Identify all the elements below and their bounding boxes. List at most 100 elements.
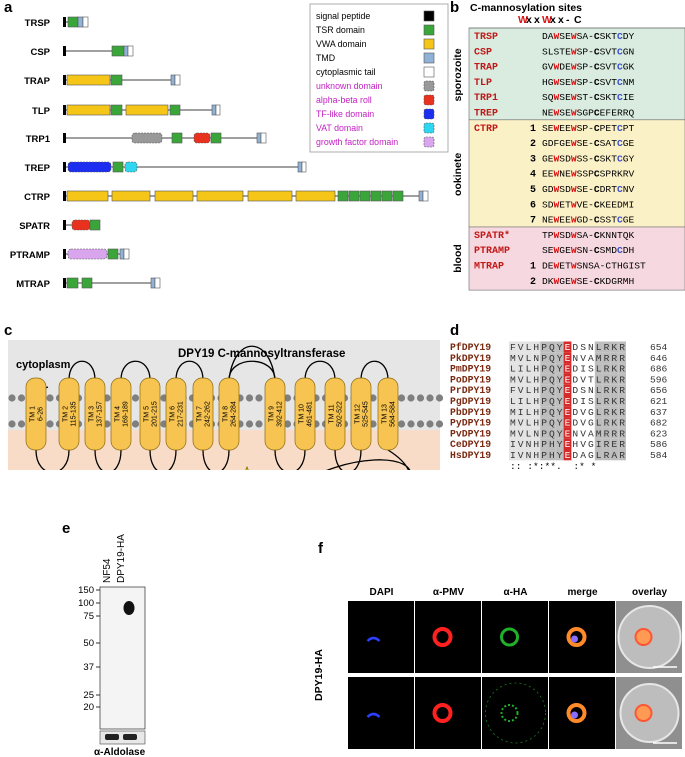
micrograph-tile xyxy=(549,677,615,749)
residue: H xyxy=(533,385,539,396)
residue-bg xyxy=(524,427,533,439)
micrograph-tile xyxy=(482,677,548,749)
aldolase-band-nf54 xyxy=(105,734,119,740)
residue: R xyxy=(619,364,625,375)
residue: V xyxy=(580,407,586,418)
tm-name: TM 2 xyxy=(63,406,70,422)
signal-peptide xyxy=(63,17,66,27)
residue: R xyxy=(619,428,625,439)
residue-bg xyxy=(509,373,517,385)
residue: P xyxy=(541,342,547,353)
dapi-signal xyxy=(366,636,381,642)
legend-label: VAT domain xyxy=(316,123,363,133)
residue: E xyxy=(565,418,571,429)
residue: R xyxy=(619,407,625,418)
tsr-domain-block xyxy=(169,104,181,116)
conserved-residue-bg xyxy=(563,449,572,461)
micrograph-tile xyxy=(348,677,414,749)
similar-residue-bg xyxy=(602,449,611,461)
residue: Q xyxy=(549,353,555,364)
signal-peptide xyxy=(63,249,66,259)
similar-residue-bg xyxy=(548,438,556,450)
tsr-domain-block xyxy=(370,190,382,202)
residue: G xyxy=(588,418,594,429)
residue: P xyxy=(541,439,547,450)
legend-swatch xyxy=(423,94,435,106)
end-position: 596 xyxy=(650,374,668,385)
residue-bg xyxy=(532,352,541,364)
merge-signal xyxy=(566,627,587,647)
sequence: DKWGEWSE-CKDGRMH xyxy=(542,276,634,287)
legend-swatch xyxy=(423,66,435,78)
tsr-domain-block xyxy=(110,104,123,116)
overlay-parasite xyxy=(634,704,653,722)
similar-residue-bg xyxy=(602,417,611,428)
ortholog-name: PyDPY19 xyxy=(450,418,491,429)
legend-swatch xyxy=(423,24,435,36)
residue: M xyxy=(510,353,516,364)
residue: V xyxy=(518,418,524,429)
residue: D xyxy=(572,418,578,429)
lipid-head-top xyxy=(397,394,406,402)
signal-peptide xyxy=(63,191,66,201)
conserved-residue-bg xyxy=(563,395,572,407)
residue: R xyxy=(611,428,617,439)
lipid-head-top xyxy=(255,394,263,402)
merge-nucleus xyxy=(571,635,578,643)
residue: L xyxy=(510,364,516,375)
merge-nucleus xyxy=(571,711,578,719)
residue: R xyxy=(619,439,625,450)
ortholog-name: PmDPY19 xyxy=(450,364,491,375)
site-number: 2 xyxy=(530,139,536,150)
cytoplasm-region xyxy=(8,340,440,380)
tm-shape xyxy=(110,377,132,451)
residue: Y xyxy=(557,450,563,461)
lipid-head-top xyxy=(46,394,54,402)
domain-row-csp: CSP xyxy=(30,45,134,58)
sequence: GVWDEWSP-CSVTCGK xyxy=(542,62,634,73)
residue: E xyxy=(565,407,571,418)
tm-shape xyxy=(377,377,399,451)
residue: V xyxy=(518,353,524,364)
row-label: DPY19-HA xyxy=(313,649,325,701)
vwa-domain-block xyxy=(154,190,194,202)
similar-residue-bg xyxy=(602,352,611,364)
similar-residue-bg xyxy=(610,384,619,396)
similar-residue-bg xyxy=(594,373,603,385)
residue: L xyxy=(526,342,532,353)
tm-range: 201-215 xyxy=(152,401,159,427)
tile-background xyxy=(415,677,481,749)
alignment-frame xyxy=(468,27,685,291)
residue: R xyxy=(619,418,625,429)
conserved-residue-bg xyxy=(563,427,572,439)
residue-bg xyxy=(532,384,541,396)
overlay-parasite xyxy=(634,628,653,646)
similar-residue-bg xyxy=(594,384,603,396)
tm-range: 525-545 xyxy=(363,401,370,427)
residue: D xyxy=(572,364,578,375)
residue: H xyxy=(533,364,539,375)
panel-d-letter: d xyxy=(450,322,460,339)
residue: H xyxy=(533,342,539,353)
site-number: 6 xyxy=(530,200,536,211)
cytoplasm-label: cytoplasm xyxy=(16,359,71,371)
cytoplasmic-tail-block xyxy=(123,248,130,260)
lipid-head-bottom xyxy=(407,420,415,428)
group-label: blood xyxy=(452,244,464,273)
residue: K xyxy=(611,407,617,418)
residue: Y xyxy=(557,342,563,353)
residue: V xyxy=(518,439,524,450)
residue-bg xyxy=(509,395,517,407)
consensus-line: :: :*:**. :* * xyxy=(510,461,596,472)
motif-char: x xyxy=(550,14,556,26)
residue: E xyxy=(565,396,571,407)
similar-residue-bg xyxy=(540,352,548,364)
tile-background xyxy=(482,677,548,749)
residue-bg xyxy=(532,363,541,374)
similar-residue-bg xyxy=(540,427,548,439)
conserved-residue-bg xyxy=(563,373,572,385)
